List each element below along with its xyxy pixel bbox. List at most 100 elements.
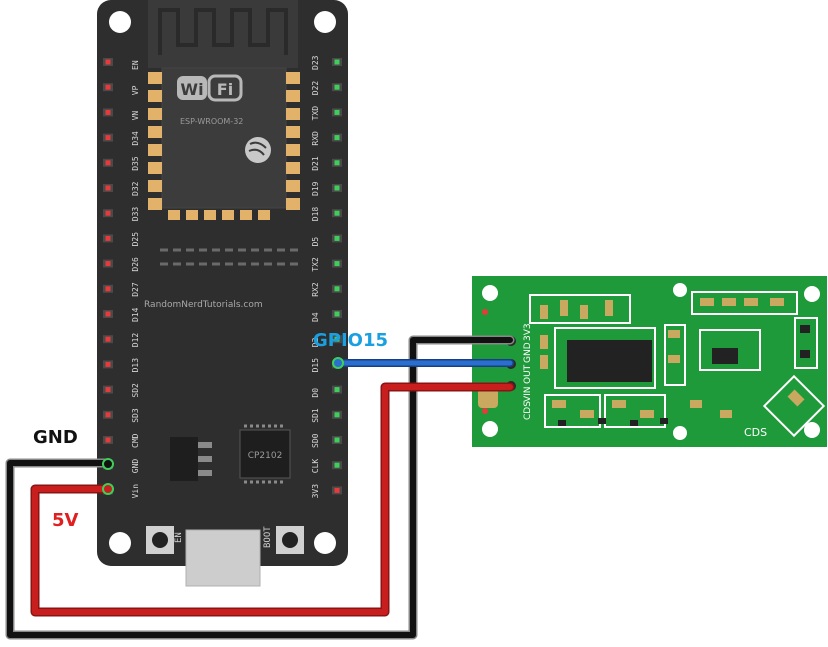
smd-dark-components <box>558 325 810 426</box>
module-pads <box>148 72 300 220</box>
sensor-led <box>482 408 488 414</box>
pin-label-en: EN <box>131 60 140 70</box>
pin-label-d0: D0 <box>311 388 320 398</box>
sensor-pad <box>478 388 498 408</box>
wire-5v <box>32 384 513 615</box>
pin-d25 <box>105 235 111 241</box>
pin-label-tx2: TX2 <box>311 257 320 272</box>
sensor-ic <box>567 340 652 382</box>
pin-d5 <box>334 235 340 241</box>
pin-d23 <box>334 59 340 65</box>
pin-label-d4: D4 <box>311 312 320 322</box>
sensor-pin-label-out: OUT <box>523 364 533 384</box>
pin-sd3 <box>105 412 111 418</box>
sensor-hole <box>804 422 820 438</box>
voltage-regulator <box>170 437 212 481</box>
pin-label-d34: D34 <box>131 131 140 146</box>
wire-end-5v <box>102 483 114 495</box>
pin-label-clk: CLK <box>311 459 320 474</box>
esp32-board: Wi Fi ESP-WROOM-32 RandomNerdTutorials.c… <box>97 0 348 587</box>
en-button: EN <box>146 526 184 554</box>
pin-d22 <box>334 84 340 90</box>
sensor-led <box>482 309 488 315</box>
pin-label-d27: D27 <box>131 282 140 297</box>
sensor-hole <box>482 421 498 437</box>
pin-d0 <box>334 387 340 393</box>
pin-label-d13: D13 <box>131 358 140 373</box>
pin-d13 <box>105 361 111 367</box>
pin-sd1 <box>334 412 340 418</box>
pin-label-d32: D32 <box>131 181 140 196</box>
wifi-logo: Wi Fi <box>177 74 243 102</box>
pin-label-d12: D12 <box>131 333 140 348</box>
pin-label-txd: TXD <box>311 106 320 121</box>
pin-label-sd2: SD2 <box>131 383 140 398</box>
pin-label-rx2: RX2 <box>311 282 320 297</box>
sensor-hole <box>804 286 820 302</box>
wire-end-gnd <box>102 458 114 470</box>
pin-label-d33: D33 <box>131 207 140 222</box>
svg-text:Wi: Wi <box>180 80 203 99</box>
pin-label-gnd: GND <box>131 459 140 474</box>
pin-label-sd0: SD0 <box>311 433 320 448</box>
pin-sd2 <box>105 387 111 393</box>
sensor-hole <box>482 285 498 301</box>
pin-d32 <box>105 185 111 191</box>
pin-d26 <box>105 261 111 267</box>
pin-label-vp: VP <box>131 85 140 95</box>
antenna-trace <box>158 8 288 55</box>
pin-label-d25: D25 <box>131 232 140 247</box>
pin-vp <box>105 84 111 90</box>
pin-d35 <box>105 160 111 166</box>
pin-label-cmd: CMD <box>131 433 140 448</box>
five-v-callout: 5V <box>52 510 79 531</box>
pin-d4 <box>334 311 340 317</box>
pin-label-d19: D19 <box>311 181 320 196</box>
pin-label-vin: Vin <box>131 484 140 499</box>
pin-en <box>105 59 111 65</box>
pin-rx2 <box>334 286 340 292</box>
en-button-label: EN <box>174 532 184 543</box>
usb-connector <box>185 529 261 587</box>
mounting-hole <box>109 532 131 554</box>
wires <box>5 335 515 640</box>
pin-label-d15: D15 <box>311 358 320 373</box>
pin-label-rxd: RXD <box>311 131 320 146</box>
pin-sd0 <box>334 437 340 443</box>
sensor-pin-label-vin: VIN <box>523 386 533 402</box>
cds-label: CDS <box>744 426 767 439</box>
gpio15-callout: GPIO15 <box>313 330 389 351</box>
pin-txd <box>334 109 340 115</box>
pin-label-d35: D35 <box>131 156 140 171</box>
pin-label-d2: D2 <box>311 337 320 347</box>
pin-rxd <box>334 135 340 141</box>
pin-d2 <box>334 336 340 342</box>
pin-d19 <box>334 185 340 191</box>
mounting-hole <box>109 11 131 33</box>
pin-d21 <box>334 160 340 166</box>
pin-label-d26: D26 <box>131 257 140 272</box>
pin-label-sd1: SD1 <box>311 408 320 423</box>
espressif-logo-swirl <box>248 141 267 156</box>
sensor-pin-label-cds: CDS <box>523 401 533 420</box>
pin-label-3v3: 3V3 <box>311 484 320 499</box>
smd-components <box>540 298 784 418</box>
boot-button-label: BOOT <box>263 526 273 548</box>
cds-photoresistor: CDS <box>744 374 826 439</box>
sensor-pin-label-gnd: GND <box>523 342 533 363</box>
pin-label-d5: D5 <box>311 237 320 247</box>
pin-3v3 <box>334 487 340 493</box>
silk-url: RandomNerdTutorials.com <box>144 300 263 310</box>
svg-text:Fi: Fi <box>217 80 233 99</box>
pin-d14 <box>105 311 111 317</box>
mounting-hole <box>314 532 336 554</box>
pin-d33 <box>105 210 111 216</box>
sensor-pin-label-3v3: 3V3 <box>523 323 533 341</box>
pin-tx2 <box>334 261 340 267</box>
wire-end-signal <box>332 357 344 369</box>
pin-cmd <box>105 437 111 443</box>
sensor-hole <box>673 426 687 440</box>
pin-d12 <box>105 336 111 342</box>
